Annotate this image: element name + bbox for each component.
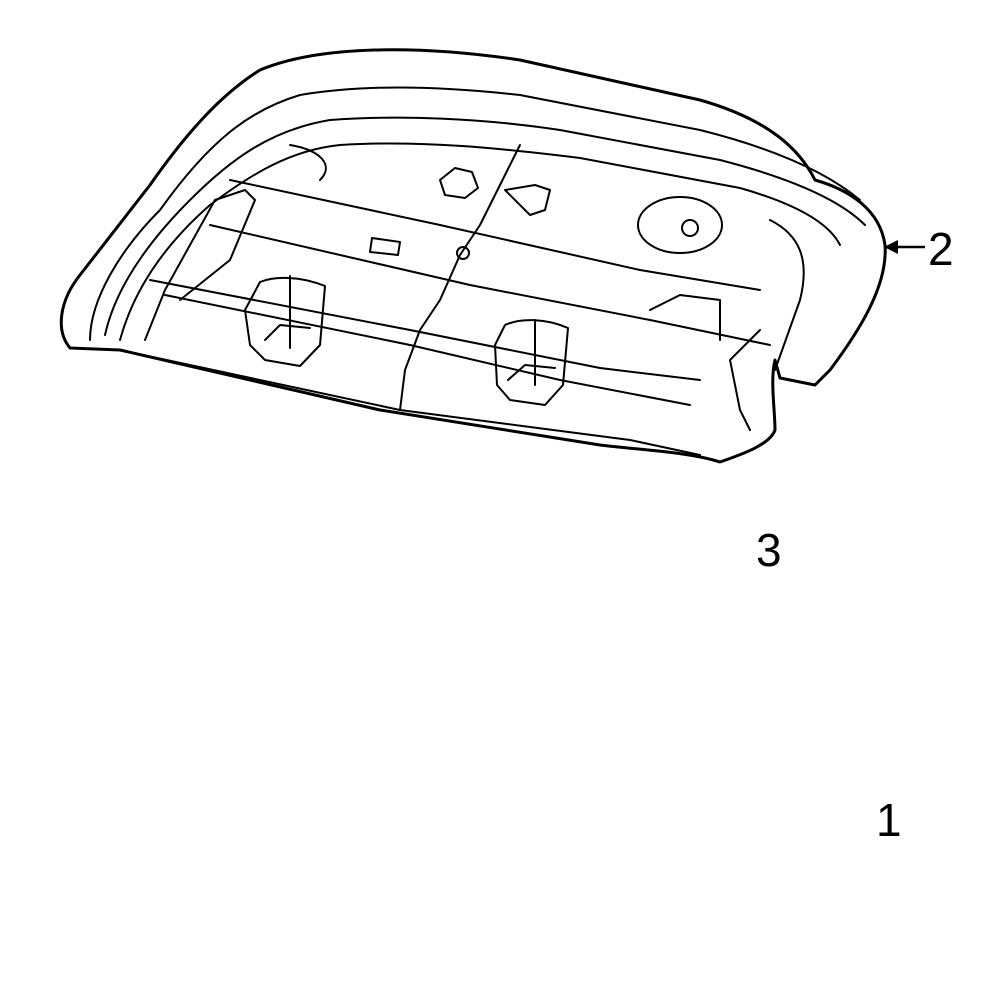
callout-3-label: 3 xyxy=(756,524,782,576)
part-2-upper-bezel[interactable] xyxy=(59,48,887,464)
callout-2-leader xyxy=(884,240,925,254)
callout-1-label: 1 xyxy=(876,794,902,846)
callout-2-label: 2 xyxy=(928,223,954,275)
